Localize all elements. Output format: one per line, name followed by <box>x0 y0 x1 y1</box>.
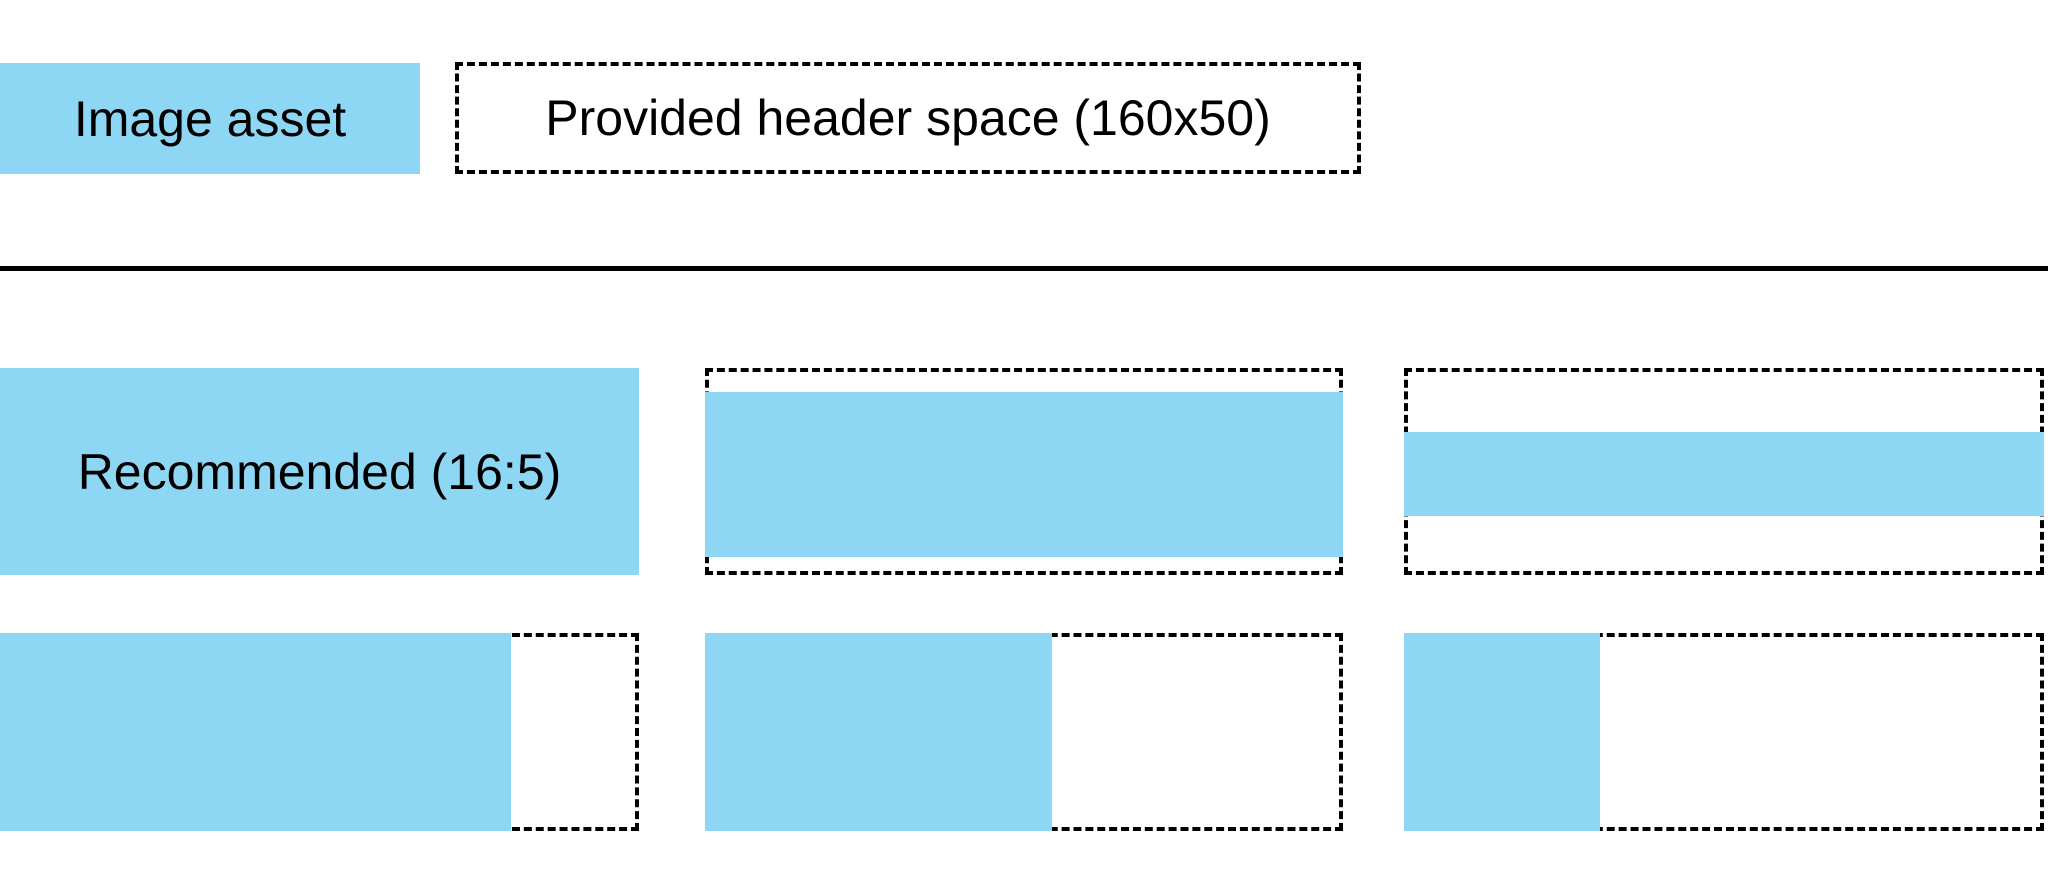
header-space-example-full-width-thin-band <box>1404 368 2044 575</box>
image-asset-fill <box>0 633 512 831</box>
legend-image-asset-label: Image asset <box>73 90 347 147</box>
header-space-example-full-width-tall-band <box>705 368 1343 575</box>
legend-header-space-box: Provided header space (160x50) <box>455 62 1361 174</box>
image-asset-fill <box>1404 633 1600 831</box>
header-space-example-full-height-narrow-bar <box>1404 633 2044 831</box>
image-asset-fill <box>1404 431 2044 517</box>
legend-image-asset-swatch: Image asset <box>0 63 420 174</box>
header-space-example-recommended: Recommended (16:5) <box>0 368 639 575</box>
image-asset-fill <box>0 368 639 575</box>
recommended-ratio-label: Recommended (16:5) <box>77 443 562 500</box>
legend-header-space-label: Provided header space (160x50) <box>545 90 1271 146</box>
image-asset-fill <box>705 391 1343 558</box>
section-divider <box>0 266 2048 271</box>
header-space-example-full-height-medium-bar <box>705 633 1343 831</box>
image-asset-fill <box>705 633 1052 831</box>
header-space-example-full-height-wide-bar <box>0 633 639 831</box>
